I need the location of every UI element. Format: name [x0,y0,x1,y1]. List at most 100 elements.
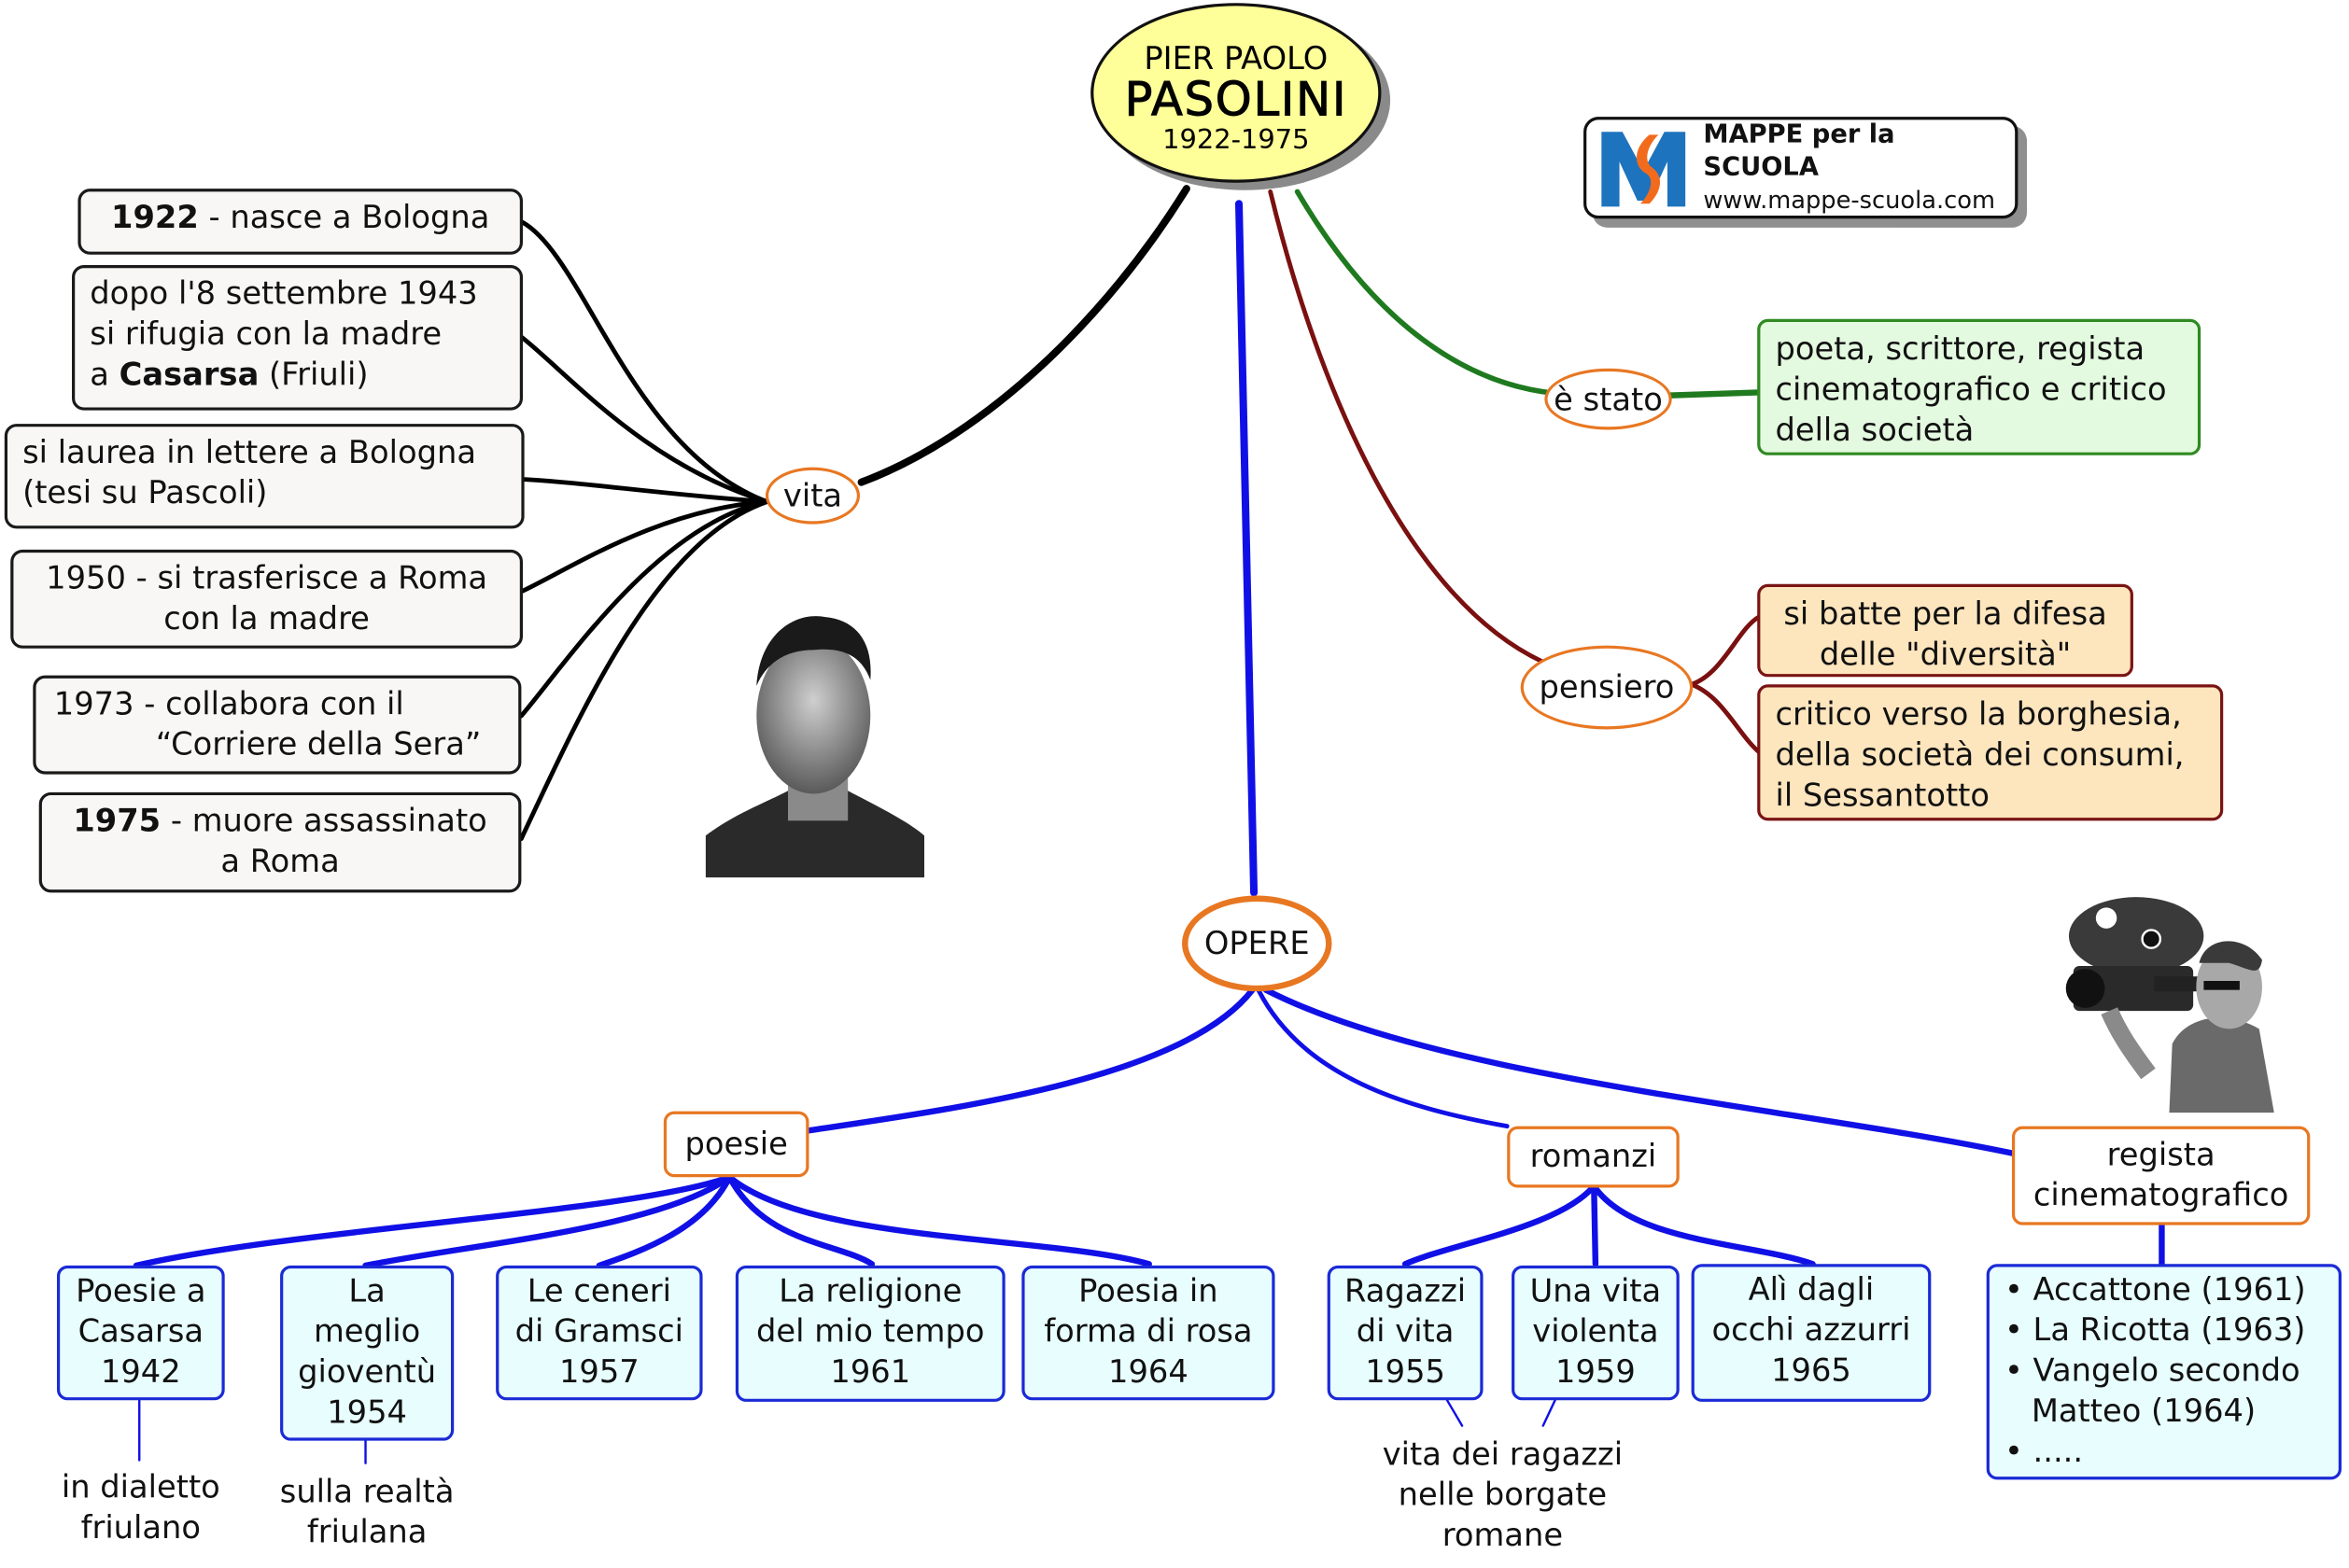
link-center-estato [1294,189,1551,396]
link-poesie-w3 [596,1174,733,1269]
vita-item-line: a [90,356,120,393]
link-romanzi-w3 [1591,1183,1816,1267]
pensiero-line: critico verso la borghesia, [1775,696,2182,733]
vita-item-line: con la madre [163,600,370,637]
e-stato-line: della società [1775,412,1975,448]
vita-item-line: (Friuli) [259,356,369,393]
work-year: 1957 [558,1353,640,1391]
link-pensiero-box2 [1689,681,1762,754]
node-romanzi[interactable]: romanzi [1507,1126,1680,1188]
pensiero-item-diversita[interactable]: si batte per la difesa delle "diversità" [1757,583,2133,678]
pensiero-line: si batte per la difesa [1783,595,2107,633]
node-romanzi-label: romanzi [1529,1138,1657,1175]
work-line: forma di rosa [1044,1313,1253,1350]
work-la-religione-del-mio-tempo[interactable]: La religione del mio tempo 1961 [735,1265,1006,1402]
link-estato-box [1667,389,1763,399]
vita-item-1973[interactable]: 1973 - collabora con il “Corriere della … [33,675,522,775]
link-center-vita [857,185,1190,486]
vita-item-year: 1922 [111,199,199,235]
work-year: 1961 [830,1353,911,1391]
work-year: 1954 [327,1393,407,1431]
film-item[interactable]: • Accattone (1961) [1999,1270,2330,1310]
work-poesia-in-forma-di-rosa[interactable]: Poesia in forma di rosa 1964 [1021,1265,1275,1401]
film-item[interactable]: • ..... [1999,1432,2330,1472]
node-vita[interactable]: vita [765,467,861,525]
link-romanzi-w1 [1401,1183,1597,1267]
link-vita-1975 [518,499,769,841]
logo-url[interactable]: www.mappe-scuola.com [1703,185,1995,215]
vita-item-line: “Corriere della Sera” [155,726,482,763]
link-vita-laurea [518,477,769,504]
work-year: 1964 [1108,1353,1189,1391]
vita-item-line: a Roma [220,843,340,879]
work-year: 1965 [1771,1351,1851,1389]
films-list[interactable]: • Accattone (1961) • La Ricotta (1963) •… [1986,1264,2342,1480]
central-topic[interactable]: PIER PAOLO PASOLINI 1922-1975 [1090,3,1382,183]
mappe-scuola-logo[interactable]: MAPPE per la SCUOLA www.mappe-scuola.com [1583,117,2018,219]
node-e-stato-label: è stato [1554,381,1663,417]
vita-item-line: 1973 - collabora con il [53,685,404,722]
vita-item-1950[interactable]: 1950 - si trasferisce a Roma con la madr… [10,549,524,649]
work-ali-dagli-occhi-azzurri[interactable]: Alì dagli occhi azzurri 1965 [1691,1264,1932,1402]
film-title: Accattone (1961) [2033,1271,2306,1308]
work-line: La [348,1272,386,1309]
vita-item-line: 1950 - si trasferisce a Roma [46,560,488,596]
link-romanzi-w2 [1591,1183,1599,1267]
pensiero-line: delle "diversità" [1819,636,2072,673]
node-pensiero[interactable]: pensiero [1520,645,1694,730]
link-pensiero-box1 [1689,614,1762,687]
work-line: Le ceneri [527,1272,671,1309]
node-poesie[interactable]: poesie [663,1111,809,1178]
e-stato-description[interactable]: poeta, scrittore, regista cinematografic… [1757,318,2201,455]
work-la-meglio-gioventu[interactable]: La meglio gioventù 1954 [280,1265,455,1441]
pensiero-line: della società dei consumi, [1775,736,2185,773]
node-e-stato[interactable]: è stato [1544,368,1672,430]
bullet-icon: • [2004,1271,2033,1308]
vita-item-place: Casarsa [119,356,260,393]
link-vita-1950 [518,499,769,595]
note-line: sulla realtà [279,1473,455,1510]
node-regista[interactable]: regista cinematografico [2011,1126,2311,1225]
vita-item-line: dopo l'8 settembre 1943 [90,275,478,312]
work-line: di vita [1356,1313,1455,1350]
node-opere[interactable]: OPERE [1182,895,1332,992]
work-line: La religione [779,1272,963,1309]
work-poesie-a-casarsa[interactable]: Poesie a Casarsa 1942 [56,1265,225,1401]
vita-item-1975[interactable]: 1975 - muore assassinato a Roma [38,791,522,893]
logo-title: MAPPE per la SCUOLA [1703,119,1895,183]
work-line: Ragazzi [1344,1272,1467,1309]
film-item[interactable]: • Vangelo secondo Matteo (1964) [1999,1351,2330,1432]
e-stato-line: cinematografico e critico [1775,371,2167,408]
work-una-vita-violenta[interactable]: Una vita violenta 1959 [1512,1265,1680,1401]
pensiero-item-borghesia[interactable]: critico verso la borghesia, della societ… [1757,684,2224,821]
vita-item-text: - muore assassinato [161,803,487,839]
link-vita-1922 [518,219,769,504]
node-opere-label: OPERE [1203,925,1310,962]
work-line: di Gramsci [514,1313,684,1350]
vita-item-1943[interactable]: dopo l'8 settembre 1943 si rifugia con l… [72,265,524,411]
note-line: vita dei ragazzi [1382,1435,1624,1473]
work-year: 1959 [1555,1353,1636,1391]
vita-item-line: si rifugia con la madre [90,315,443,353]
bullet-icon: • [2004,1311,2033,1349]
work-line: Casarsa [77,1313,204,1350]
link-opere-poesie [804,987,1256,1134]
film-item[interactable]: • La Ricotta (1963) [1999,1310,2330,1351]
title-years: 1922-1975 [1162,124,1310,156]
vita-item-laurea[interactable]: si laurea in lettere a Bologna (tesi su … [4,424,525,529]
note-in-dialetto-friulano: in dialetto friulano [45,1468,236,1549]
vita-item-year: 1975 [73,803,162,839]
note-vita-dei-ragazzi: vita dei ragazzi nelle borgate romane [1353,1435,1653,1556]
pensiero-line: il Sessantotto [1775,777,1990,814]
link-note-violenta [1541,1399,1556,1427]
film-title: ..... [2033,1433,2084,1470]
node-vita-label: vita [782,477,843,514]
work-le-ceneri-di-gramsci[interactable]: Le ceneri di Gramsci 1957 [496,1265,703,1401]
mappe-scuola-m-logo-icon [1598,126,1688,210]
link-vita-1943 [518,334,769,504]
film-title: Vangelo secondo Matteo (1964) [2031,1351,2300,1429]
vita-item-1922[interactable]: 1922 - nasce a Bologna [77,189,524,255]
work-ragazzi-di-vita[interactable]: Ragazzi di vita 1955 [1327,1265,1484,1401]
note-line: nelle borgate [1398,1477,1608,1513]
note-line: friulana [306,1514,428,1550]
